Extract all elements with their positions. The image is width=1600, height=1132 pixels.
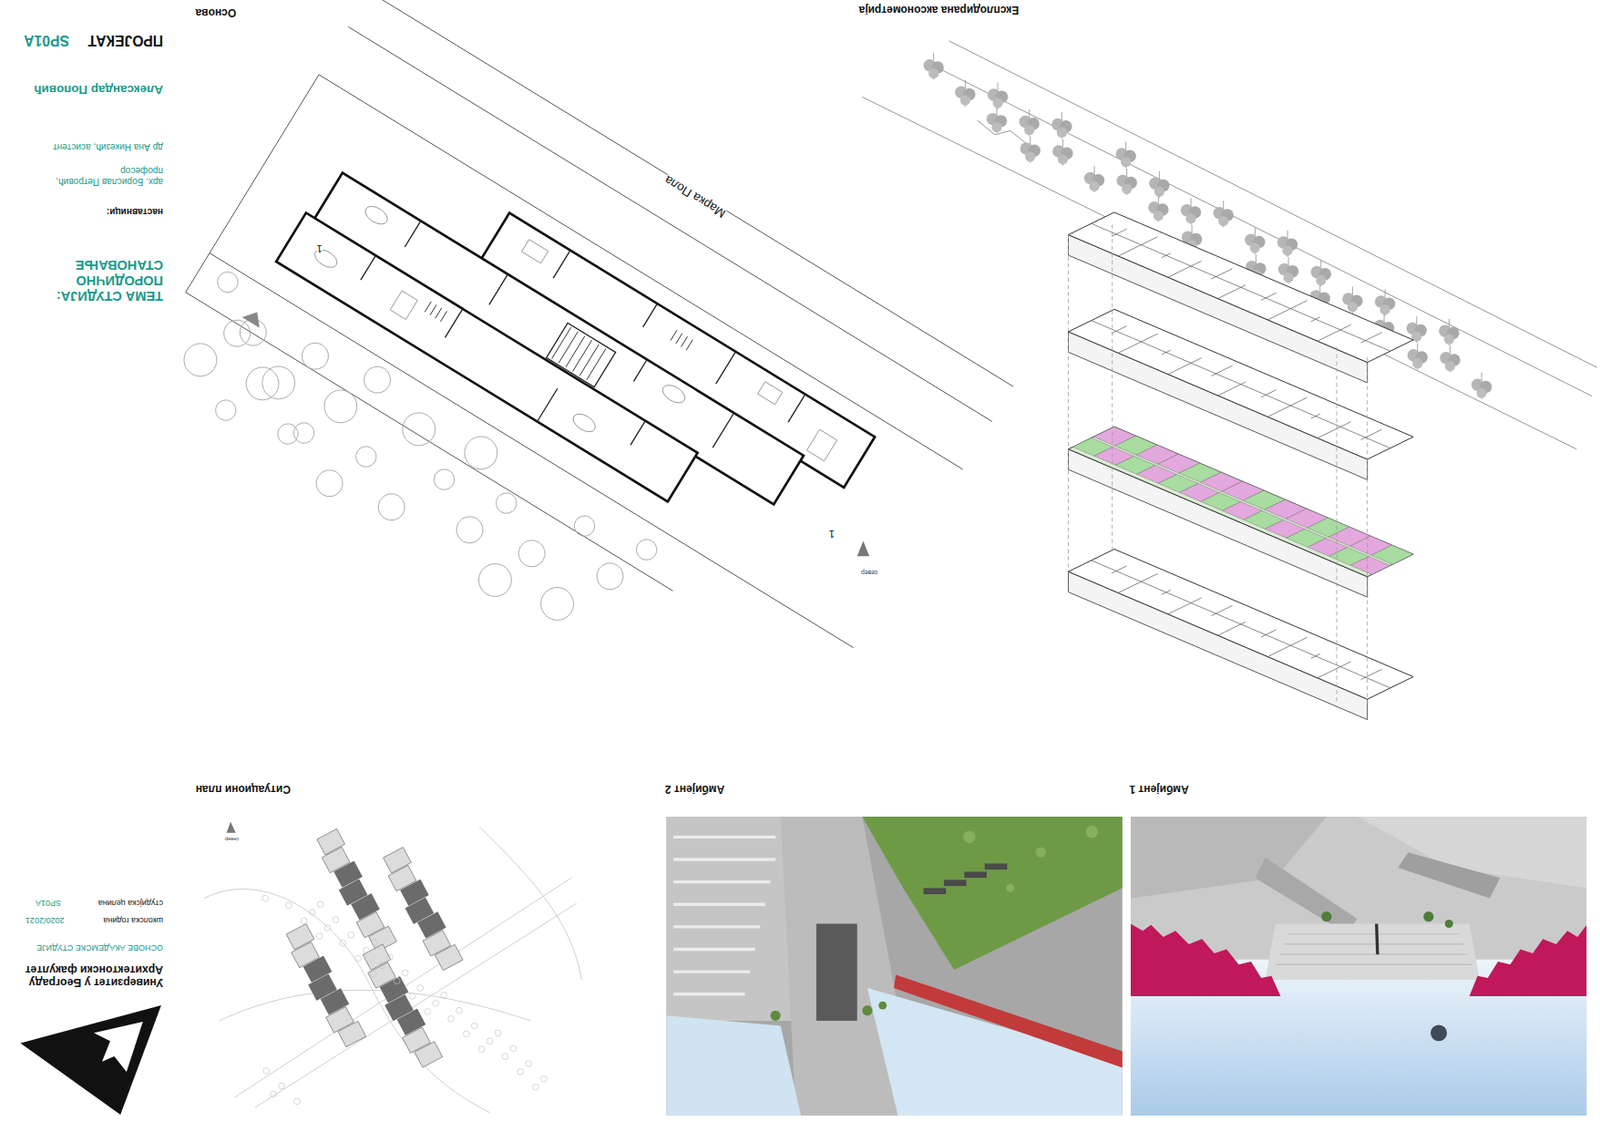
panel: Амбијент 1 — [1127, 782, 1587, 1116]
plan-annotation: север — [225, 836, 239, 842]
sheet-text: Универзитет у Београду — [29, 975, 164, 989]
plan-annotation: 1 — [829, 528, 835, 541]
sheet-text: ОСНОВЕ АКАДЕМСКЕ СТУДИЈЕ — [36, 943, 164, 953]
panel-caption: Основа — [194, 6, 238, 20]
sheet-text: др Ана Никезић, асистент — [41, 141, 164, 153]
render-ambient-2 — [666, 816, 1123, 1116]
panel-caption: Амбијент 2 — [663, 782, 727, 796]
panel-caption: Ситуациони план — [194, 782, 293, 796]
plan-annotation: Марка Пола — [661, 172, 728, 221]
sheet-text: наставници: — [106, 206, 164, 218]
plan-annotation: север — [861, 568, 878, 576]
plan-annotation: 1 — [317, 242, 323, 255]
sheet-text: Архитектонски факултет — [25, 963, 164, 976]
site-buildings — [262, 828, 547, 1104]
panel: Основа — [194, 6, 899, 593]
floor-plan — [133, 0, 1014, 773]
sheet-text: 2020/2021 — [25, 914, 65, 924]
panel-caption: Експлодирана аксонометрија — [857, 3, 1022, 17]
north-arrow — [857, 541, 870, 557]
north-arrow — [226, 821, 236, 833]
render-ambient-1 — [1130, 816, 1588, 1116]
panel: Амбијент 2 — [663, 782, 1123, 1116]
sheet-text: Александар Поповић — [33, 82, 164, 97]
sheet-text: ТЕМА СТУДИЈА: ПОРОДИЧНО СТАНОВАЊЕ — [10, 256, 164, 303]
panel-caption: Амбијент 1 — [1127, 782, 1190, 796]
sheet-text: школска година — [102, 914, 164, 924]
site-plan — [204, 826, 582, 1113]
panel: Експлодирана аксонометрија — [857, 3, 1572, 725]
sheet-text: арх. Борислав Петровић, професор — [25, 165, 164, 187]
exploded-axonometry — [861, 41, 1597, 720]
panel: Ситуациони план — [194, 782, 583, 1116]
faculty-logo — [20, 1005, 162, 1115]
sheet-text: SP01A — [35, 897, 62, 907]
sheet-text: студијска целина — [98, 897, 164, 907]
sheet-text: SP01A — [23, 31, 70, 49]
sheet-text: ПРОЈЕКАТ — [87, 31, 164, 49]
